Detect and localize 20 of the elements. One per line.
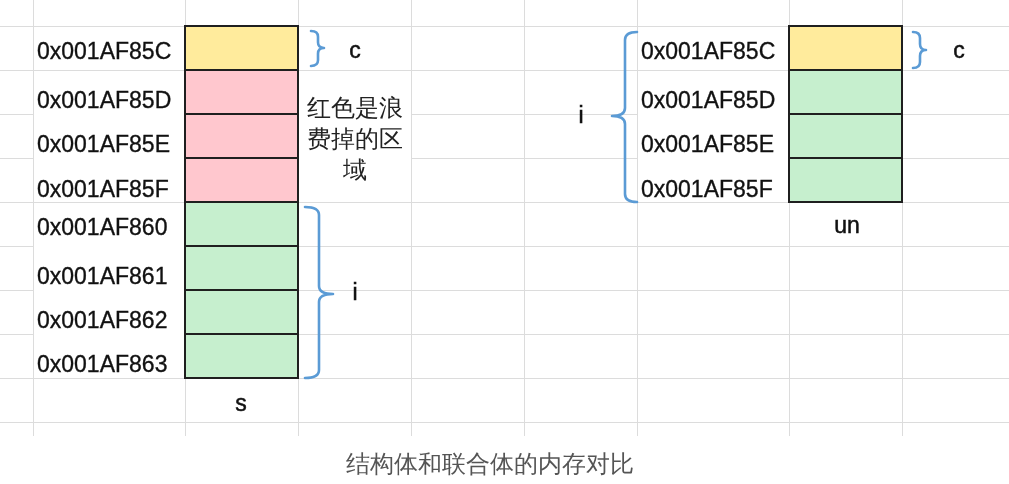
- address-label: 0x001AF862: [37, 307, 168, 333]
- variable-label: un: [834, 212, 860, 238]
- address-label: 0x001AF85F: [641, 176, 773, 202]
- variable-label: c: [349, 37, 361, 63]
- address-label: 0x001AF861: [37, 263, 168, 289]
- variable-label: i: [578, 102, 584, 128]
- address-label: 0x001AF85E: [37, 131, 170, 157]
- address-label: 0x001AF85C: [37, 38, 172, 64]
- variable-label: i: [352, 279, 358, 305]
- address-label: 0x001AF85E: [641, 131, 774, 157]
- note-text: 红色是浪费掉的区域: [306, 92, 404, 185]
- caption: 结构体和联合体的内存对比: [346, 450, 634, 479]
- address-label: 0x001AF85C: [641, 38, 776, 64]
- address-label: 0x001AF863: [37, 351, 168, 377]
- address-label: 0x001AF85D: [37, 87, 172, 113]
- variable-label: c: [953, 37, 965, 63]
- address-label: 0x001AF860: [37, 214, 168, 240]
- variable-label: s: [235, 390, 247, 416]
- address-label: 0x001AF85F: [37, 176, 169, 202]
- address-label: 0x001AF85D: [641, 87, 776, 113]
